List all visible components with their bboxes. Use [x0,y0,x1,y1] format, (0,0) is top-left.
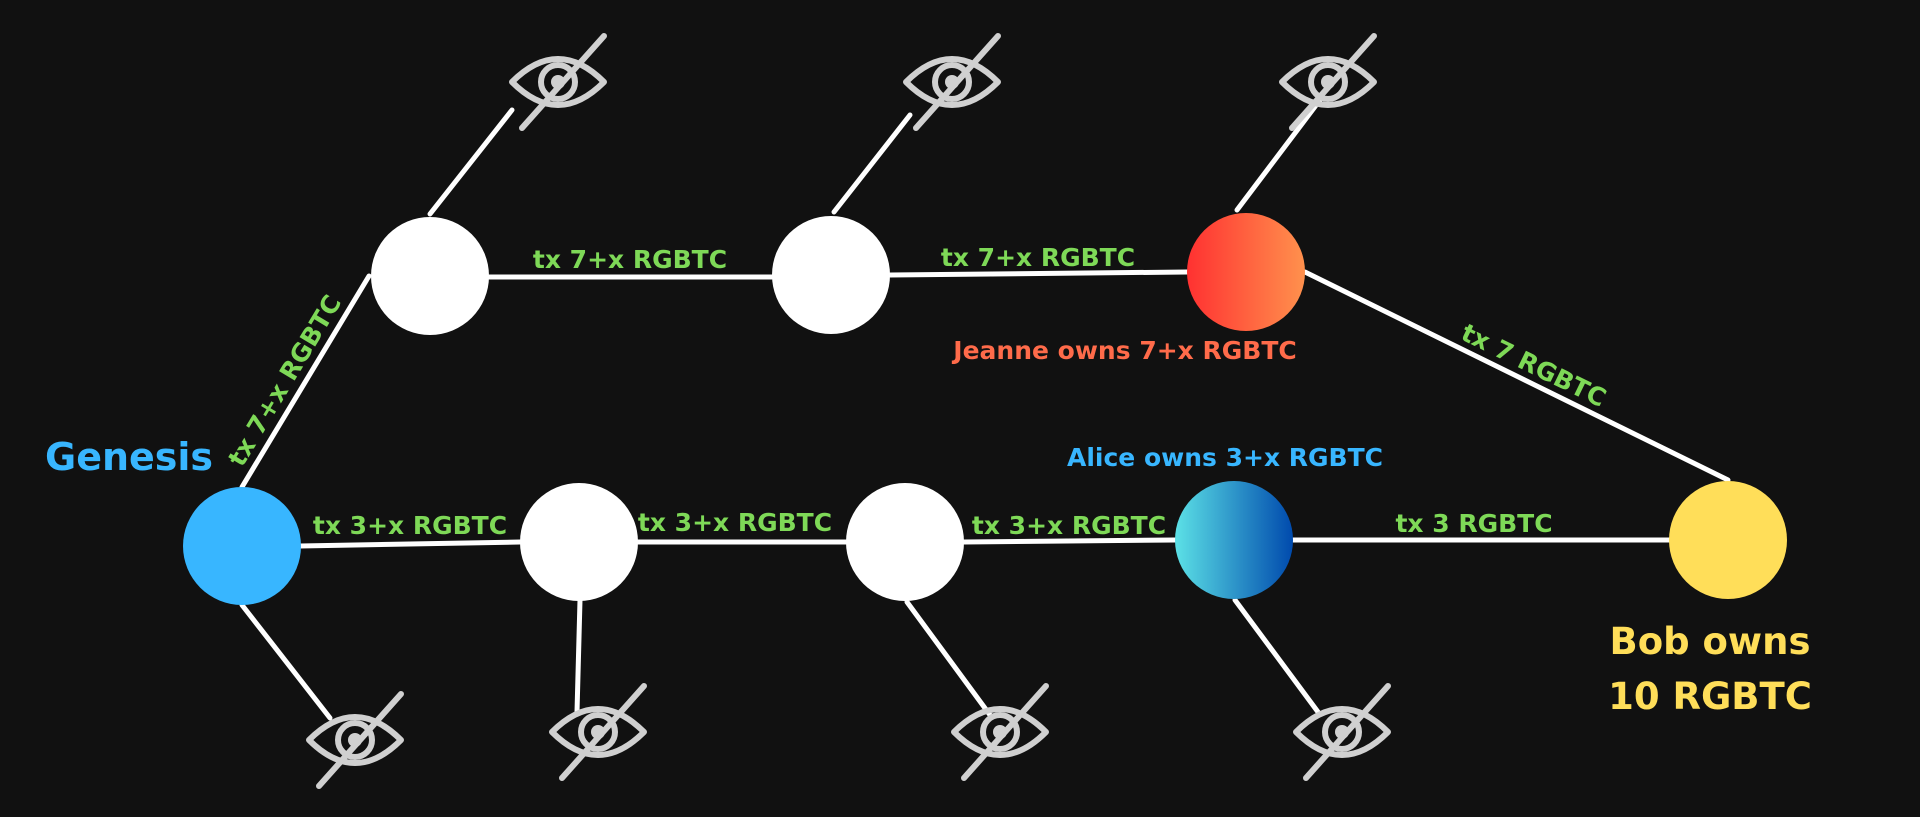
jeanne-node [1187,213,1305,331]
eye-slash-icon [954,686,1046,778]
branch-upper2-hidden [831,112,913,215]
lower-node-1 [520,483,638,601]
edge-lower2-alice [961,537,1178,545]
tx-label-lower-2: tx 3+x RGBTC [638,508,832,537]
tx-label-upper-1: tx 7+x RGBTC [533,245,727,274]
upper-node-1 [371,217,489,335]
alice-label: Alice owns 3+x RGBTC [1067,443,1383,472]
bob-node [1669,481,1787,599]
genesis-node [183,487,301,605]
eye-slash-icon [552,686,644,778]
tx-label-upper-3: tx 7+x RGBTC [222,290,347,471]
lower-node-2 [846,483,964,601]
tx-label-upper-2: tx 7+x RGBTC [941,243,1135,272]
bob-label-line-1: Bob owns [1610,620,1811,663]
edges [239,97,1731,721]
branch-lower2-hidden [904,599,993,718]
jeanne-label: Jeanne owns 7+x RGBTC [951,336,1296,365]
hidden-outputs [309,36,1388,786]
edge-genesis-lower1 [297,539,523,549]
branch-upper1-hidden [427,107,515,217]
branch-jeanne-hidden [1234,97,1323,213]
branch-genesis-hidden [239,602,333,721]
branch-lower1-hidden [574,597,583,715]
upper-node-2 [772,216,890,334]
tx-label-jeanne-bob: tx 7 RGBTC [1457,318,1611,413]
edge-genesis-upper1 [239,273,372,490]
edge-upper2-jeanne [887,269,1190,278]
tx-label-alice-bob: tx 3 RGBTC [1395,509,1552,538]
alice-node [1175,481,1293,599]
branch-alice-hidden [1232,597,1321,715]
eye-slash-icon [1282,36,1374,128]
eye-slash-icon [906,36,998,128]
eye-slash-icon [512,36,604,128]
nodes [183,213,1787,605]
bob-label-line-2: 10 RGBTC [1608,675,1812,718]
tx-label-lower-1: tx 3+x RGBTC [313,511,507,540]
tx-label-lower-3: tx 3+x RGBTC [972,511,1166,540]
edge-jeanne-bob [1302,269,1731,483]
genesis-label: Genesis [45,435,213,479]
